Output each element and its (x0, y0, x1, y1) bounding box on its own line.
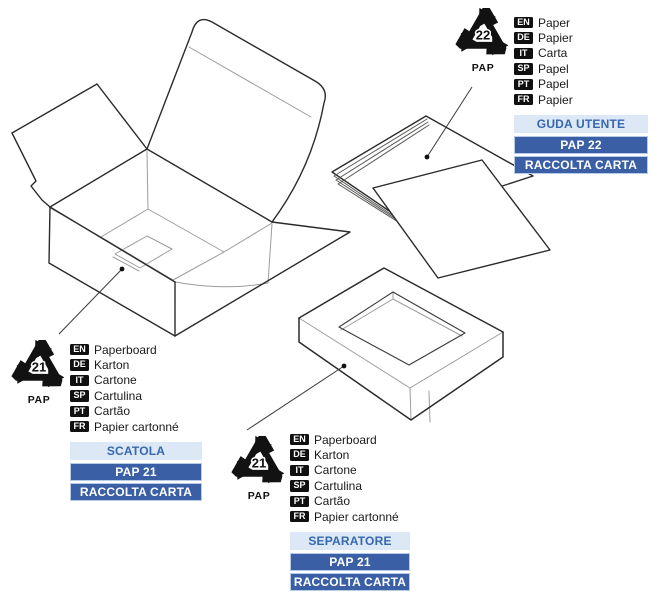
leader-line-tray (246, 363, 347, 431)
part-name-label: SEPARATORE (290, 532, 410, 551)
leader-dot-papers (424, 154, 430, 160)
lang-row-pt: PT Cartão (290, 494, 410, 509)
user-guide-info-group: 22 PAP EN Paper DE Papier IT Carta SP Papel … (452, 6, 648, 177)
lang-badge: IT (70, 374, 89, 387)
lang-value: Karton (94, 358, 130, 373)
recycling-symbol-pap-22: 22 PAP (452, 8, 514, 74)
lang-row-en: EN Paperboard (70, 342, 202, 357)
lang-row-de: DE Karton (290, 447, 410, 462)
lang-value: Cartone (94, 373, 137, 388)
lang-row-it: IT Cartone (290, 463, 410, 478)
pap-material-label: PAP (471, 62, 495, 74)
lang-badge: DE (70, 359, 89, 371)
label-stack: SEPARATORE PAP 21 RACCOLTA CARTA (290, 532, 410, 592)
lang-badge: PT (514, 78, 533, 90)
label-stack: SCATOLA PAP 21 RACCOLTA CARTA (70, 442, 202, 502)
lang-row-de: DE Karton (70, 357, 202, 372)
disposal-label: RACCOLTA CARTA (290, 573, 410, 592)
lang-row-de: DE Papier (514, 30, 648, 45)
lang-value: Papier cartonné (314, 509, 399, 524)
lang-badge: EN (290, 433, 309, 446)
box-info-group: 21 PAP EN Paperboard DE Karton IT Cartone S… (8, 338, 202, 504)
recycling-code-number: 21 (32, 360, 46, 375)
lang-value: Papel (538, 61, 569, 76)
lang-value: Cartulina (314, 478, 363, 493)
lang-value: Papier cartonné (94, 419, 179, 434)
recycling-mobius-icon: 21 (11, 340, 65, 388)
lang-value: Karton (314, 448, 350, 463)
lang-value: Papier (538, 31, 573, 46)
lang-row-fr: FR Papier cartonné (70, 419, 202, 434)
box-drawing (11, 18, 351, 337)
pap-code-label: PAP 22 (514, 135, 648, 154)
language-list: EN Paperboard DE Karton IT Cartone SP Cartul… (70, 342, 202, 434)
recycling-symbol-pap-21-box: 21 PAP (8, 340, 70, 406)
disposal-label: RACCOLTA CARTA (70, 483, 202, 502)
part-name-label: SCATOLA (70, 442, 202, 461)
recycling-mobius-icon: 21 (231, 436, 285, 484)
language-list: EN Paperboard DE Karton IT Cartone SP Cartul… (290, 432, 410, 524)
lang-row-en: EN Paper (514, 15, 648, 30)
lang-badge: EN (514, 16, 533, 29)
lang-badge: IT (290, 464, 309, 477)
lang-badge: FR (290, 510, 309, 523)
disposal-label: RACCOLTA CARTA (514, 156, 648, 175)
part-name-label: GUDA UTENTE (514, 115, 648, 134)
lang-row-pt: PT Papel (514, 77, 648, 92)
recycling-code-number: 21 (252, 456, 266, 471)
lang-value: Cartão (314, 494, 351, 509)
label-stack: GUDA UTENTE PAP 22 RACCOLTA CARTA (514, 115, 648, 175)
tray-drawing (298, 267, 504, 423)
lang-row-sp: SP Papel (514, 61, 648, 76)
leader-dot-box (119, 266, 125, 272)
pap-code-label: PAP 21 (290, 552, 410, 571)
lang-row-sp: SP Cartulina (290, 478, 410, 493)
lang-value: Carta (538, 46, 568, 61)
lang-row-it: IT Cartone (70, 373, 202, 388)
lang-badge: PT (290, 495, 309, 507)
lang-badge: SP (514, 63, 533, 75)
pap-code-label: PAP 21 (70, 462, 202, 481)
lang-row-it: IT Carta (514, 46, 648, 61)
lang-row-sp: SP Cartulina (70, 388, 202, 403)
lang-value: Cartone (314, 463, 357, 478)
lang-value: Paperboard (94, 342, 157, 357)
lang-value: Paper (538, 15, 571, 30)
lang-row-fr: FR Papier cartonné (290, 509, 410, 524)
lang-badge: EN (70, 343, 89, 356)
lang-badge: PT (70, 405, 89, 417)
pap-material-label: PAP (27, 394, 51, 406)
lang-badge: DE (290, 449, 309, 461)
leader-dot-tray (341, 363, 347, 369)
lang-badge: SP (70, 390, 89, 402)
lang-badge: IT (514, 47, 533, 60)
language-list: EN Paper DE Papier IT Carta SP Papel PT Papel… (514, 15, 648, 107)
lang-value: Cartão (94, 404, 131, 419)
lang-badge: FR (70, 420, 89, 433)
leader-lines (58, 86, 473, 431)
papers-drawing (331, 115, 551, 279)
recycling-code-number: 22 (476, 28, 490, 43)
recycling-symbol-pap-21-separator: 21 PAP (228, 436, 290, 502)
separator-info-group: 21 PAP EN Paperboard DE Karton IT Cartone S… (228, 430, 410, 594)
pap-material-label: PAP (247, 490, 271, 502)
lang-value: Papier (538, 92, 573, 107)
lang-row-en: EN Paperboard (290, 432, 410, 447)
lang-value: Papel (538, 77, 569, 92)
lang-badge: SP (290, 480, 309, 492)
lang-row-fr: FR Papier (514, 92, 648, 107)
lang-value: Paperboard (314, 432, 377, 447)
leader-line-box (58, 266, 125, 335)
lang-value: Cartulina (94, 388, 143, 403)
leader-line-papers (424, 86, 473, 160)
recycling-mobius-icon: 22 (455, 8, 509, 56)
lang-badge: DE (514, 32, 533, 44)
lang-row-pt: PT Cartão (70, 404, 202, 419)
lang-badge: FR (514, 93, 533, 106)
